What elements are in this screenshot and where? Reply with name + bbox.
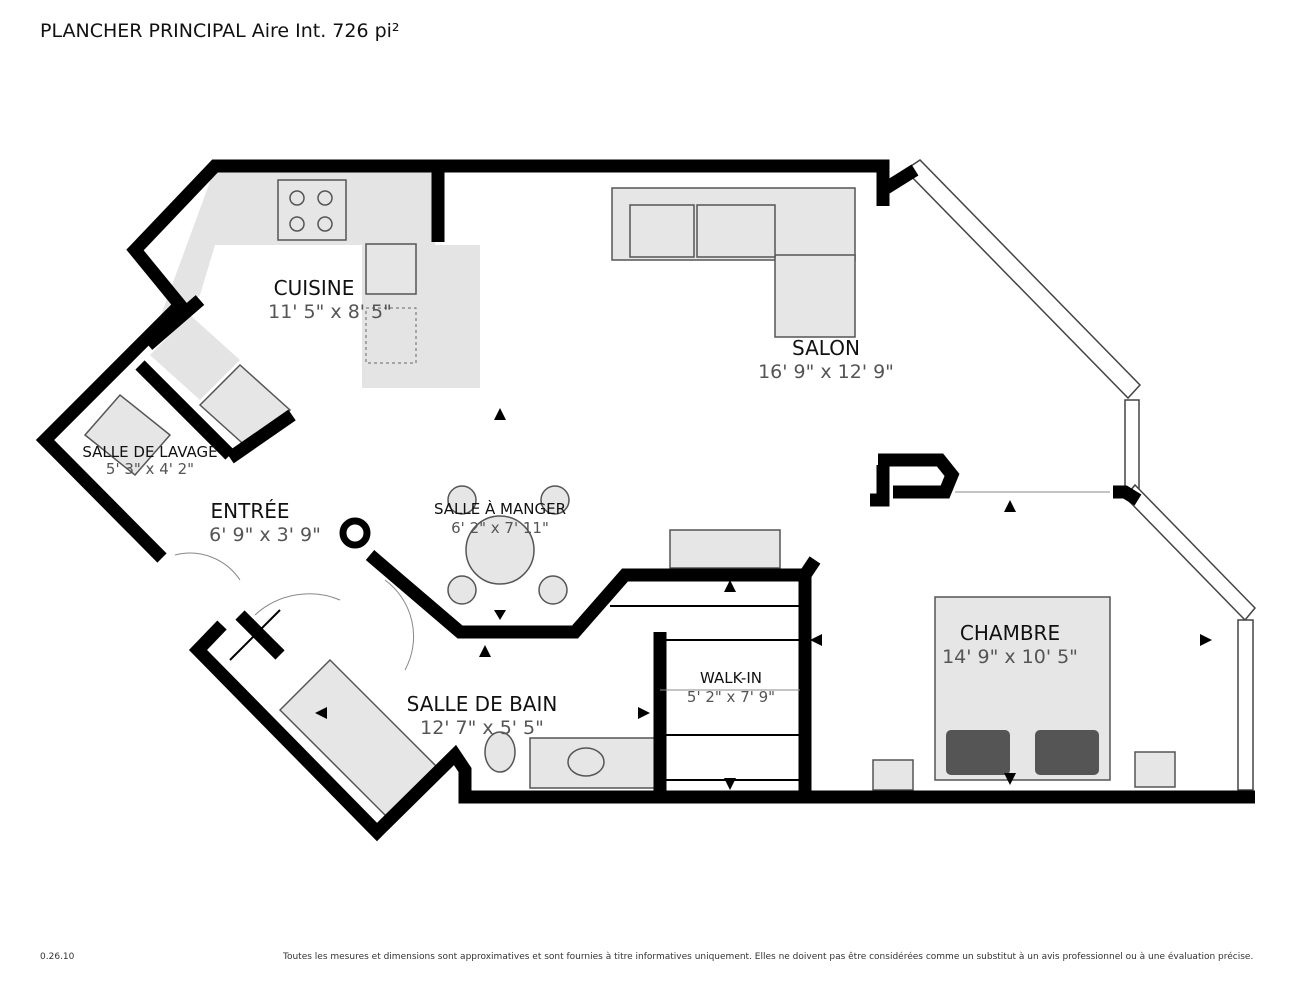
view-arrows (315, 408, 1212, 790)
room-name: WALK-IN (700, 669, 762, 687)
room-name: CUISINE (274, 276, 355, 300)
room-laundry: SALLE DE LAVAGE 5' 3" x 4' 2" (82, 443, 217, 478)
room-dimensions: 12' 7" x 5' 5" (420, 717, 544, 739)
arrow-icon (315, 707, 327, 719)
arrow-icon (494, 408, 506, 420)
room-bathroom: SALLE DE BAIN 12' 7" x 5' 5" (407, 692, 558, 739)
disclaimer: Toutes les mesures et dimensions sont ap… (283, 952, 1254, 962)
arrow-icon (724, 778, 736, 790)
room-dimensions: 6' 2" x 7' 11" (451, 519, 549, 537)
bathroom-fixtures (278, 658, 656, 822)
plan-title: PLANCHER PRINCIPAL Aire Int. 726 pi² (40, 20, 400, 42)
kitchen-fixtures (83, 168, 480, 477)
room-dining: SALLE À MANGER 6' 2" x 7' 11" (434, 499, 566, 537)
sofa-icon (611, 187, 856, 338)
room-dimensions: 5' 2" x 7' 9" (687, 688, 775, 706)
room-kitchen: CUISINE 11' 5" x 8' 5" (268, 276, 392, 323)
room-name: SALLE À MANGER (434, 499, 566, 518)
version-label: 0.26.10 (40, 952, 75, 962)
windows (903, 159, 1257, 791)
nightstand-icon (872, 759, 914, 791)
room-entrance: ENTRÉE 6' 9" x 3' 9" (209, 499, 321, 546)
toilet-icon (484, 731, 516, 773)
room-dimensions: 5' 3" x 4' 2" (106, 460, 194, 478)
closet-shelves (229, 605, 800, 781)
room-bedroom: CHAMBRE 14' 9" x 10' 5" (942, 621, 1078, 668)
room-name: SALON (792, 336, 860, 360)
bed-icon (934, 596, 1111, 781)
arrow-icon (494, 610, 506, 620)
arrow-icon (638, 707, 650, 719)
nightstand-icon (1134, 751, 1176, 788)
room-living: SALON 16' 9" x 12' 9" (758, 336, 894, 383)
walls (35, 159, 1255, 842)
room-walk-in: WALK-IN 5' 2" x 7' 9" (687, 669, 775, 706)
room-name: CHAMBRE (960, 621, 1060, 645)
sink-icon (365, 243, 417, 295)
water-heater-icon (83, 393, 172, 477)
arrow-icon (1004, 500, 1016, 512)
stove-icon (277, 179, 347, 241)
desk-icon (669, 529, 781, 569)
doors (174, 491, 1110, 691)
room-dimensions: 16' 9" x 12' 9" (758, 361, 894, 383)
room-name: SALLE DE LAVAGE (82, 443, 217, 461)
room-dimensions: 6' 9" x 3' 9" (209, 524, 321, 546)
arrow-icon (724, 580, 736, 592)
arrow-icon (810, 634, 822, 646)
arrow-icon (479, 645, 491, 657)
room-name: SALLE DE BAIN (407, 692, 558, 716)
arrow-icon (1004, 773, 1016, 785)
room-dimensions: 11' 5" x 8' 5" (268, 301, 392, 323)
arrow-icon (1200, 634, 1212, 646)
dining-table-icon (447, 485, 570, 605)
room-name: ENTRÉE (211, 499, 290, 523)
room-dimensions: 14' 9" x 10' 5" (942, 646, 1078, 668)
